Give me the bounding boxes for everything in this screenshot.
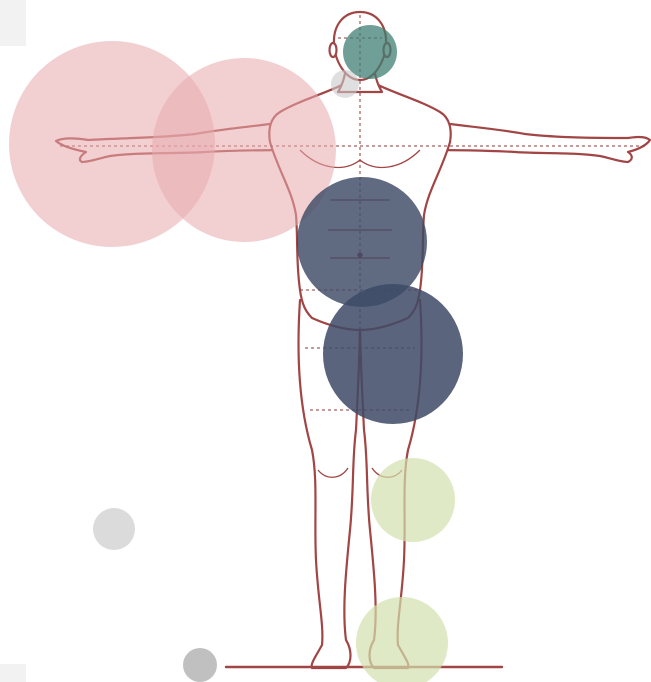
marker-foot <box>356 597 448 682</box>
marker-knee <box>371 458 455 542</box>
marker-head <box>343 25 397 79</box>
marker-neck <box>331 70 359 98</box>
right-arm <box>420 120 650 162</box>
left-ear <box>330 43 337 57</box>
marker-gray-small <box>93 508 135 550</box>
marker-pelvis <box>323 284 463 424</box>
marker-gray-ground <box>183 648 217 682</box>
